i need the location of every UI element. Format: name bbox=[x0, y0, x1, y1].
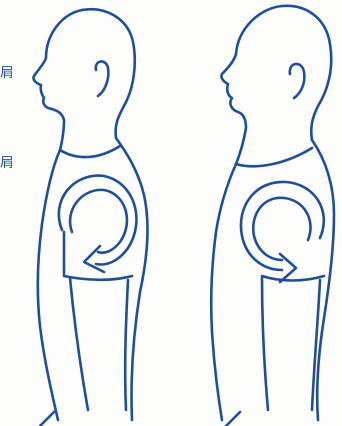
right-ear bbox=[290, 64, 305, 98]
right-back-outline bbox=[312, 140, 334, 420]
left-chest-outline bbox=[38, 150, 60, 420]
left-ear bbox=[96, 61, 109, 96]
right-arm bbox=[262, 278, 268, 410]
left-arm-back bbox=[125, 280, 128, 410]
margin-text-top: 肩 bbox=[0, 66, 12, 80]
left-face-profile bbox=[33, 10, 82, 150]
rotate-backward-arrow-inner bbox=[70, 190, 127, 253]
right-collar bbox=[236, 148, 312, 166]
right-face-profile bbox=[221, 6, 282, 164]
rotate-forward-arrow-inner bbox=[253, 198, 310, 260]
rotate-backward-arrowhead bbox=[84, 246, 104, 272]
left-collar bbox=[60, 146, 120, 157]
right-figure bbox=[211, 6, 334, 426]
left-bottom-trace bbox=[40, 412, 54, 426]
right-bottom-trace bbox=[226, 412, 240, 426]
rotate-forward-arrowhead bbox=[280, 254, 296, 282]
margin-text-bottom: 肩 bbox=[0, 156, 12, 170]
right-sleeve bbox=[262, 276, 324, 281]
left-figure bbox=[33, 9, 147, 426]
right-chest-outline bbox=[211, 164, 236, 420]
left-arm bbox=[70, 278, 88, 410]
